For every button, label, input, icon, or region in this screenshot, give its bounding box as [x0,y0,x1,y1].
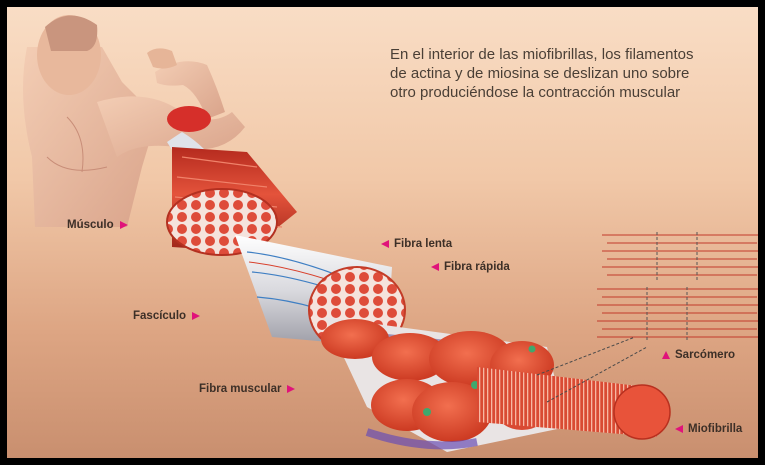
label-fibra-lenta: Fibra lenta [381,238,452,250]
caption-line-2: de actina y de miosina se deslizan uno s… [390,64,758,83]
caption-line-3: otro produciéndose la contracción muscul… [390,83,758,102]
label-sarcomero-text: Sarcómero [675,349,735,361]
arrow-right-icon [120,221,128,229]
label-fibra-rapida: Fibra rápida [431,261,510,273]
arrow-left-icon [675,425,683,433]
arrow-left-icon [381,240,389,248]
arrow-right-icon [192,312,200,320]
sarcomere-filaments [597,232,758,342]
arrow-up-icon [662,351,670,359]
caption-line-1: En el interior de las miofibrillas, los … [390,45,758,64]
arrow-right-icon [287,385,295,393]
arrow-left-icon [431,263,439,271]
label-fasciculo: Fascículo [133,310,200,322]
label-miofibrilla-text: Miofibrilla [688,423,742,435]
label-fibra-lenta-text: Fibra lenta [394,238,452,250]
label-fibra-muscular: Fibra muscular [199,383,295,395]
label-musculo-text: Músculo [67,219,114,231]
label-sarcomero: Sarcómero [662,349,735,361]
label-fibra-rapida-text: Fibra rápida [444,261,510,273]
description-caption: En el interior de las miofibrillas, los … [390,45,758,102]
label-miofibrilla: Miofibrilla [675,423,742,435]
label-fasciculo-text: Fascículo [133,310,186,322]
label-fibra-muscular-text: Fibra muscular [199,383,281,395]
diagram-frame: En el interior de las miofibrillas, los … [7,7,758,458]
muscle-bundle [167,147,297,255]
label-musculo: Músculo [67,219,128,231]
